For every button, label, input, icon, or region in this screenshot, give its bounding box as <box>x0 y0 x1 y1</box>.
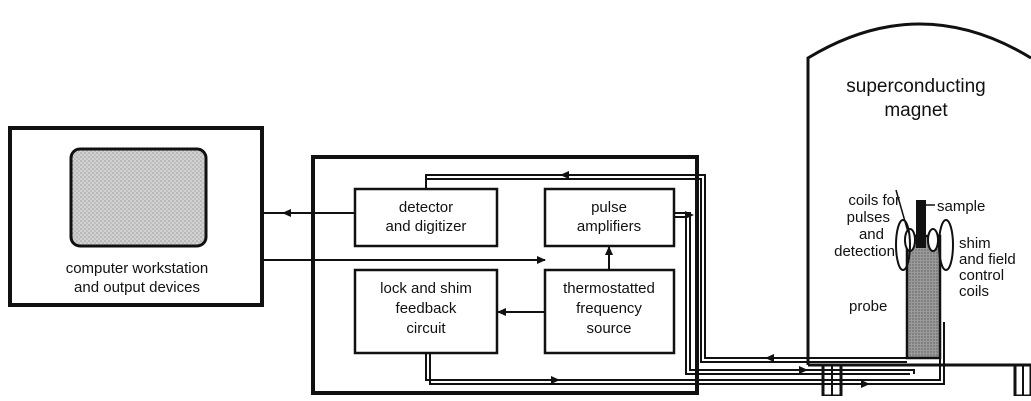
shim-label-line1: shim <box>959 235 991 252</box>
rf-coil-right <box>927 228 939 252</box>
shim-label-line4: coils <box>959 283 989 300</box>
coils-label-line3: and <box>859 226 884 243</box>
probe-body <box>905 234 942 360</box>
arrow-to-console <box>537 256 546 264</box>
pulse-to-probe-inner <box>674 216 910 375</box>
freq-label-line1: thermostatted <box>563 280 655 297</box>
pulse-amplifiers-box: pulse amplifiers <box>543 187 676 248</box>
coils-leader-line <box>895 189 909 233</box>
spectrometer-console: detector and digitizer pulse amplifiers … <box>311 155 699 395</box>
coils-label-line2: pulses <box>847 209 890 226</box>
arrow-to-lock <box>497 308 506 316</box>
detector-label-line1: detector <box>399 199 453 216</box>
pulse-label-line2: amplifiers <box>577 218 641 235</box>
lock-shim-box: lock and shim feedback circuit <box>353 268 499 355</box>
computer-workstation: computer workstation and output devices <box>8 126 264 307</box>
detector-label-line2: and digitizer <box>386 218 467 235</box>
freq-label-line3: source <box>586 320 631 337</box>
magnet-label-line1: superconducting <box>846 76 985 97</box>
arrowheads <box>282 171 870 388</box>
arrow-out-of-pulse <box>685 211 694 219</box>
lock-to-shim-line-a <box>425 322 941 381</box>
shim-label-line2: and field <box>959 251 1016 268</box>
probe-to-detector-inner <box>425 178 907 363</box>
probe-label: probe <box>849 298 887 315</box>
workstation-label-line1: computer workstation <box>66 260 209 277</box>
sample-label: sample <box>937 198 985 215</box>
frequency-source-box: thermostatted frequency source <box>543 268 676 355</box>
coils-label-line4: detection <box>834 243 895 260</box>
sample-tube <box>916 200 926 248</box>
coils-label-line1: coils for <box>848 192 900 209</box>
arrow-shim-feedback <box>861 380 870 388</box>
console-frame <box>311 155 699 395</box>
lock-label-line3: circuit <box>406 320 446 337</box>
freq-label-line2: frequency <box>576 300 642 317</box>
pulse-label-line1: pulse <box>591 199 627 216</box>
arrow-detect-return <box>765 354 774 362</box>
magnet-body <box>806 22 1031 365</box>
arrow-to-workstation <box>282 209 291 217</box>
arrow-lock-out <box>551 376 560 384</box>
detector-digitizer-box: detector and digitizer <box>353 187 499 248</box>
shim-coil-right <box>938 219 954 271</box>
shim-coil-left <box>895 219 911 271</box>
lock-label-line2: feedback <box>396 300 457 317</box>
arrow-to-pulse-amp <box>605 246 613 255</box>
monitor-screen <box>69 147 208 248</box>
workstation-label-line2: and output devices <box>74 279 200 296</box>
pulse-to-probe-outer <box>674 212 915 374</box>
lock-label-line1: lock and shim <box>380 280 472 297</box>
magnet-label-line2: magnet <box>884 100 948 121</box>
arrow-return-to-detector <box>560 171 569 179</box>
arrow-pulse-to-probe <box>799 366 808 374</box>
workstation-frame <box>8 126 264 307</box>
superconducting-magnet: superconducting magnet coils for pulses … <box>806 22 1031 398</box>
lock-to-shim-line-b <box>429 322 945 385</box>
shim-label-line3: control <box>959 267 1004 284</box>
